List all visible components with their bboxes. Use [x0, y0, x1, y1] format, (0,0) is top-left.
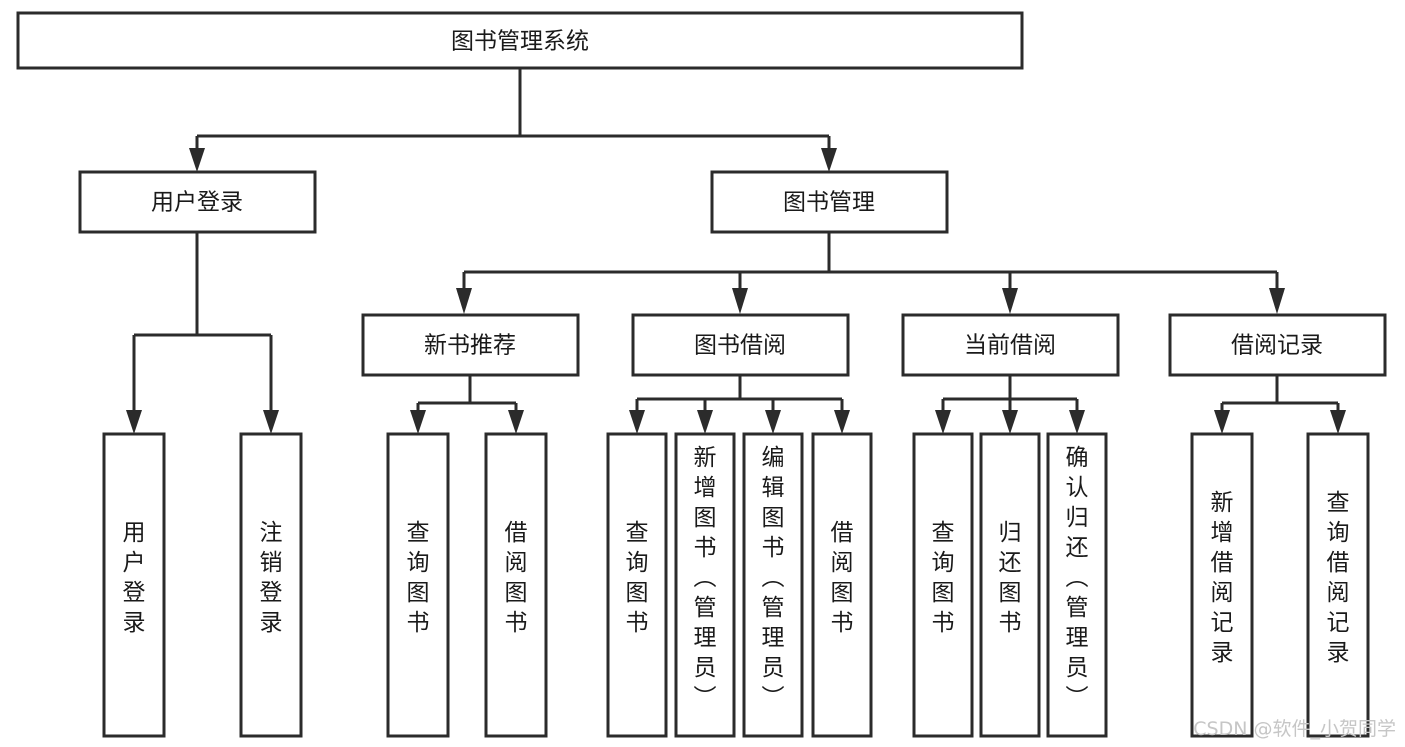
arrow-icon-to-leaf-query-book-1 — [410, 410, 426, 434]
node-label-leaf-logout-login: 注销登录 — [260, 520, 283, 636]
node-box-leaf-query-book-3[interactable] — [912, 432, 974, 738]
node-box-root[interactable] — [16, 11, 1024, 70]
arrowhead-layer — [126, 148, 1346, 434]
node-box-new-book-recommend[interactable] — [361, 313, 580, 377]
node-label-book-borrow: 图书借阅 — [694, 333, 786, 359]
node-box-leaf-edit-book[interactable] — [742, 432, 804, 738]
arrow-icon-to-leaf-logout-login — [263, 410, 279, 434]
node-box-leaf-borrow-book-1[interactable] — [484, 432, 548, 738]
leaf-node-user-login[interactable]: 用户登录 — [102, 432, 166, 738]
arrow-icon-to-user-login — [189, 148, 205, 172]
arrow-icon-to-leaf-edit-book — [765, 410, 781, 434]
node-box-current-borrow[interactable] — [901, 313, 1120, 377]
leaf-node-borrow-book-1[interactable]: 借阅图书 — [484, 432, 548, 738]
leaf-node-borrow-book-2[interactable]: 借阅图书 — [811, 432, 873, 738]
node-box-user-login[interactable] — [78, 170, 317, 234]
node-label-current-borrow: 当前借阅 — [964, 333, 1056, 359]
leaf-node-query-record[interactable]: 查询借阅记录 — [1306, 432, 1370, 738]
node-label-leaf-add-book: 新增图书︵管理员︶ — [694, 445, 717, 711]
node-book-borrow[interactable]: 图书借阅 — [631, 313, 850, 377]
node-label-leaf-query-book-2: 查询图书 — [626, 520, 649, 636]
leaf-node-query-book-2[interactable]: 查询图书 — [606, 432, 668, 738]
node-label-new-book-recommend: 新书推荐 — [424, 333, 516, 359]
node-label-leaf-query-record: 查询借阅记录 — [1327, 490, 1350, 666]
node-label-user-login: 用户登录 — [151, 190, 243, 216]
leaf-node-confirm-return[interactable]: 确认归还︵管理员︶ — [1046, 432, 1108, 738]
node-root-system[interactable]: 图书管理系统 — [16, 11, 1024, 70]
arrow-icon-to-leaf-add-book — [697, 410, 713, 434]
arrow-icon-to-leaf-query-book-3 — [935, 410, 951, 434]
watermark-label: CSDN @软件_小贺同学 — [1193, 718, 1396, 740]
leaf-node-edit-book[interactable]: 编辑图书︵管理员︶ — [742, 432, 804, 738]
arrow-icon-to-leaf-borrow-book-1 — [508, 410, 524, 434]
arrow-icon-to-borrow-record — [1269, 288, 1285, 314]
node-box-leaf-logout-login[interactable] — [239, 432, 303, 738]
node-borrow-record[interactable]: 借阅记录 — [1168, 313, 1387, 377]
arrow-icon-to-book-management — [821, 148, 837, 172]
node-box-borrow-record[interactable] — [1168, 313, 1387, 377]
node-box-leaf-confirm-return[interactable] — [1046, 432, 1108, 738]
node-label-leaf-borrow-book-1: 借阅图书 — [505, 520, 528, 636]
node-box-leaf-user-login[interactable] — [102, 432, 166, 738]
arrow-icon-to-leaf-borrow-book-2 — [834, 410, 850, 434]
arrow-icon-to-leaf-query-record — [1330, 410, 1346, 434]
node-box-leaf-query-record[interactable] — [1306, 432, 1370, 738]
leaf-node-logout-login[interactable]: 注销登录 — [239, 432, 303, 738]
node-user-login[interactable]: 用户登录 — [78, 170, 317, 234]
arrow-icon-to-current-borrow — [1002, 288, 1018, 314]
node-label-leaf-query-book-1: 查询图书 — [407, 520, 430, 636]
node-box-leaf-add-record[interactable] — [1190, 432, 1254, 738]
node-label-book-management: 图书管理 — [783, 190, 875, 216]
node-label-leaf-user-login: 用户登录 — [123, 520, 146, 636]
node-label-leaf-return-book: 归还图书 — [999, 520, 1022, 636]
node-box-leaf-query-book-2[interactable] — [606, 432, 668, 738]
node-label-root: 图书管理系统 — [451, 29, 589, 55]
node-label-leaf-query-book-3: 查询图书 — [932, 520, 955, 636]
leaf-node-add-book[interactable]: 新增图书︵管理员︶ — [674, 432, 736, 738]
arrow-icon-to-leaf-return-book — [1002, 410, 1018, 434]
node-box-leaf-borrow-book-2[interactable] — [811, 432, 873, 738]
arrow-icon-to-leaf-query-book-2 — [629, 410, 645, 434]
leaf-node-query-book-1[interactable]: 查询图书 — [386, 432, 450, 738]
node-box-leaf-query-book-1[interactable] — [386, 432, 450, 738]
node-box-book-management[interactable] — [710, 170, 949, 234]
node-new-book-recommend[interactable]: 新书推荐 — [361, 313, 580, 377]
node-box-leaf-return-book[interactable] — [979, 432, 1041, 738]
node-box-leaf-add-book[interactable] — [674, 432, 736, 738]
leaf-node-return-book[interactable]: 归还图书 — [979, 432, 1041, 738]
arrow-icon-to-leaf-add-record — [1214, 410, 1230, 434]
arrow-icon-to-book-borrow — [732, 288, 748, 314]
arrow-icon-to-new-book-recommend — [456, 288, 472, 314]
node-label-leaf-confirm-return: 确认归还︵管理员︶ — [1066, 445, 1089, 711]
leaf-node-add-record[interactable]: 新增借阅记录 — [1190, 432, 1254, 738]
node-label-borrow-record: 借阅记录 — [1231, 333, 1323, 359]
arrow-icon-to-leaf-user-login — [126, 410, 142, 434]
node-book-management[interactable]: 图书管理 — [710, 170, 949, 234]
node-current-borrow[interactable]: 当前借阅 — [901, 313, 1120, 377]
connector-layer — [132, 68, 1340, 412]
node-label-leaf-edit-book: 编辑图书︵管理员︶ — [762, 445, 785, 711]
node-box-book-borrow[interactable] — [631, 313, 850, 377]
node-label-leaf-borrow-book-2: 借阅图书 — [831, 520, 854, 636]
leaf-node-query-book-3[interactable]: 查询图书 — [912, 432, 974, 738]
arrow-icon-to-leaf-confirm-return — [1069, 410, 1085, 434]
node-label-leaf-add-record: 新增借阅记录 — [1211, 490, 1234, 666]
